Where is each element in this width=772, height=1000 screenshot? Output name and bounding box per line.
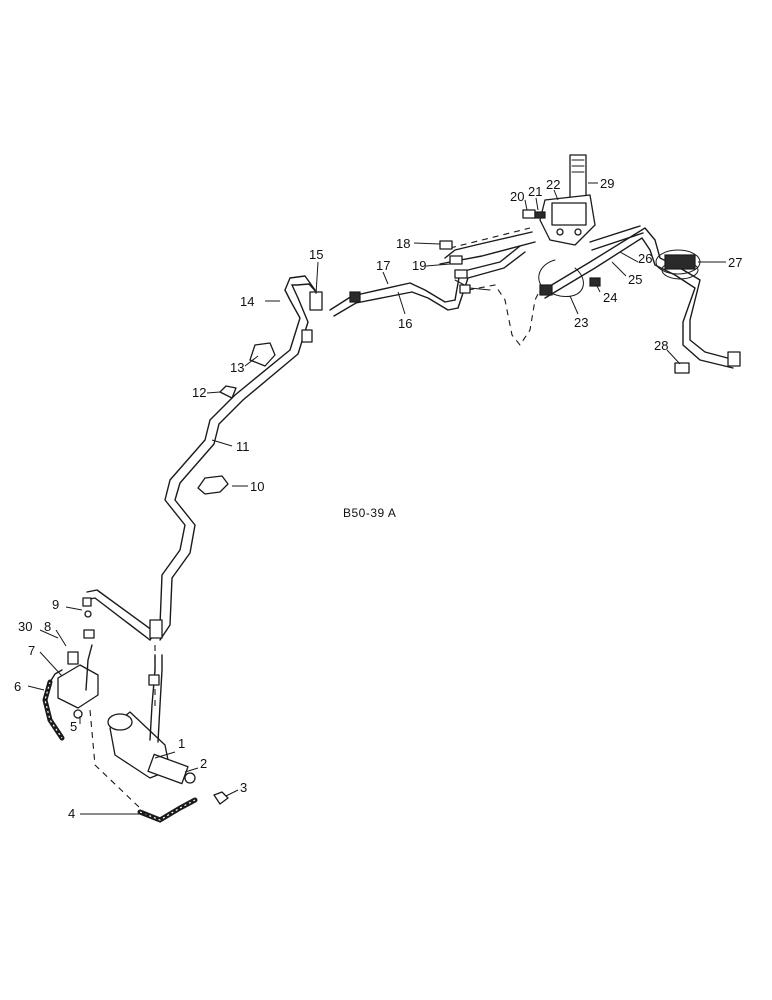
callout-3: 3 — [240, 780, 247, 795]
steering-valve-connection — [449, 227, 531, 249]
callout-11: 11 — [236, 439, 250, 454]
callout-20: 20 — [510, 189, 524, 204]
bracket-coil — [655, 249, 701, 280]
callout-18: 18 — [396, 236, 410, 251]
callout-26: 26 — [638, 251, 652, 266]
callout-8: 8 — [44, 619, 51, 634]
callout-22: 22 — [546, 177, 560, 192]
right-pipe-assembly — [539, 225, 736, 369]
callout-16: 16 — [398, 316, 412, 331]
callout-6: 6 — [14, 679, 21, 694]
steering-valve — [522, 154, 596, 246]
callout-21: 21 — [528, 184, 542, 199]
flexible-hoses — [42, 669, 198, 823]
callout-1: 1 — [178, 736, 185, 751]
callout-17: 17 — [376, 258, 390, 273]
callout-12: 12 — [192, 385, 206, 400]
callout-29: 29 — [600, 176, 614, 191]
callout-7: 7 — [28, 643, 35, 658]
callout-15: 15 — [309, 247, 323, 262]
callout-5: 5 — [70, 719, 77, 734]
callout-24: 24 — [603, 290, 617, 305]
callout-23: 23 — [574, 315, 588, 330]
pipe-clips — [197, 342, 276, 495]
callout-28: 28 — [654, 338, 668, 353]
callout-2: 2 — [200, 756, 207, 771]
callouts: 1 2 3 4 5 6 7 8 9 10 11 12 13 14 15 16 1 — [14, 176, 742, 821]
return-line-routing — [467, 284, 541, 346]
callout-13: 13 — [230, 360, 244, 375]
reference-code: B50-39 A — [343, 506, 396, 520]
callout-9: 9 — [52, 597, 59, 612]
pipe-connectors — [301, 240, 741, 374]
callout-14: 14 — [240, 294, 254, 309]
callout-4: 4 — [68, 806, 75, 821]
callout-10: 10 — [250, 479, 264, 494]
lower-routing-line — [89, 709, 141, 809]
callout-27: 27 — [728, 255, 742, 270]
main-pipe-assembly — [84, 275, 321, 641]
valve-block — [57, 597, 99, 719]
steering-cylinder — [107, 619, 229, 805]
upper-pipe-assembly — [329, 231, 536, 317]
callout-25: 25 — [628, 272, 642, 287]
callout-30: 30 — [18, 619, 32, 634]
hoop-clamp — [538, 259, 584, 297]
callout-19: 19 — [412, 258, 426, 273]
